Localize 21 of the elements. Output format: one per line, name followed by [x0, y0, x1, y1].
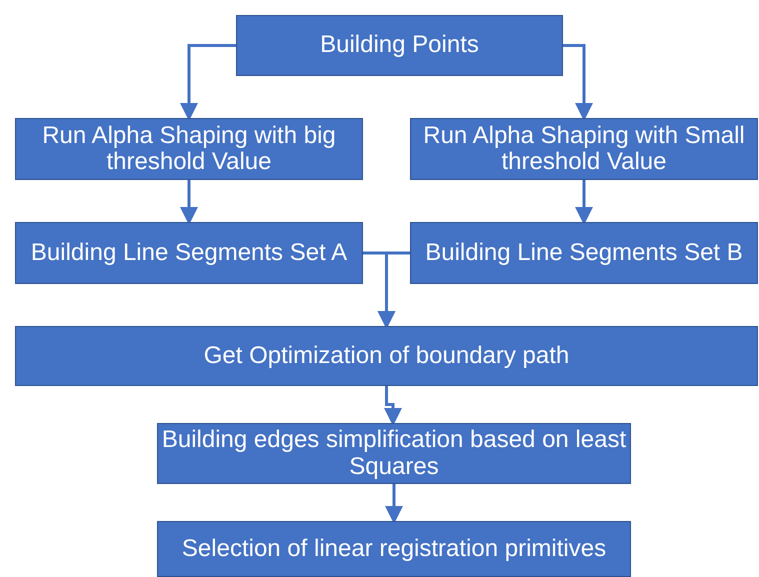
box-label: Run Alpha Shaping with big threshold Value — [41, 122, 337, 176]
process-box — [410, 222, 758, 284]
process-box — [15, 326, 758, 386]
box-label: Building Points — [320, 32, 479, 59]
process-box — [236, 15, 563, 76]
box-label: Get Optimization of boundary path — [204, 342, 570, 370]
process-box — [15, 118, 363, 180]
process-box — [410, 118, 758, 180]
box-label: Building Line Segments Set B — [425, 240, 743, 266]
box-label: Building edges simplification based on least Squares — [160, 427, 628, 480]
arrow — [563, 44, 593, 121]
box-label: Selection of linear registration primitives — [182, 536, 606, 562]
arrow — [385, 484, 403, 524]
box-label: Run Alpha Shaping with Small threshold Value — [422, 122, 746, 176]
process-box — [157, 521, 631, 577]
arrow — [180, 44, 236, 121]
arrow — [180, 180, 198, 225]
arrow — [378, 252, 410, 329]
process-box — [15, 222, 363, 284]
box-label: Building Line Segments Set A — [30, 240, 348, 266]
arrow — [575, 180, 593, 225]
